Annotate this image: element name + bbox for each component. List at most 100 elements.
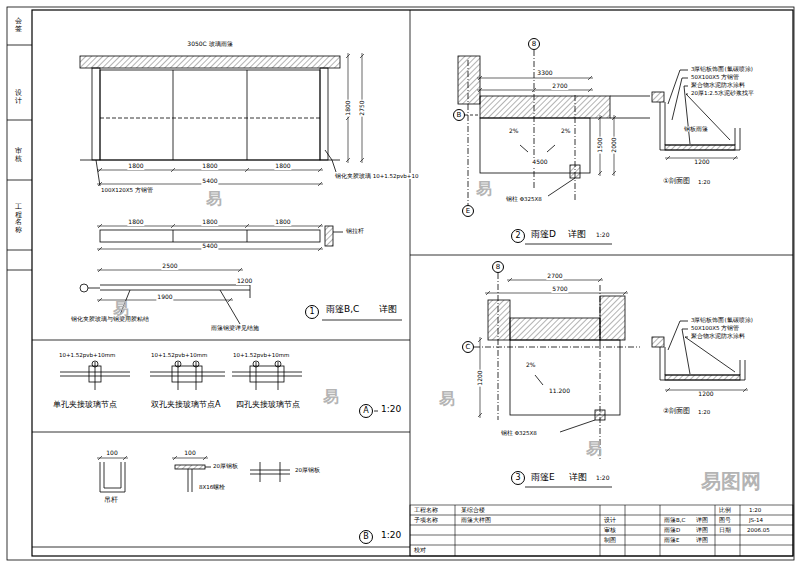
drawing-text: 1:20 xyxy=(595,232,610,239)
canopy-e-plan xyxy=(600,285,601,460)
dimension-lines xyxy=(318,168,322,172)
drawing-text: 双孔夹接玻璃节点A xyxy=(150,401,221,410)
drawing-text: 2000 xyxy=(611,136,618,153)
dimension-lines xyxy=(172,458,208,459)
drawing-text: 1800 xyxy=(201,219,218,226)
dimension-lines xyxy=(598,171,602,175)
section-2 xyxy=(682,329,690,374)
dimension-lines xyxy=(588,88,592,92)
canopy-e-plan xyxy=(560,420,595,432)
hanger-details xyxy=(192,469,193,492)
title-block xyxy=(715,505,716,556)
hanger-details xyxy=(205,467,211,468)
dimension-lines xyxy=(507,280,603,281)
canopy-bc-elevation xyxy=(92,68,100,160)
drawing-text: 详图 xyxy=(567,230,587,240)
clamp-details xyxy=(278,362,279,390)
drawing-text: 1500 xyxy=(597,136,604,153)
dimension-lines xyxy=(97,270,243,271)
drawing-text: 钢化夹胶玻璃与钢梁用胶粘结 xyxy=(70,316,150,322)
drawing-text: 1800 xyxy=(274,163,291,170)
sheet-frame xyxy=(7,7,794,560)
drawing-text: ②剖面图 xyxy=(662,408,691,416)
drawing-text: 3厚铝板饰面(氟碳喷涂) xyxy=(690,317,754,323)
drawing-text: 3300 xyxy=(536,70,553,77)
sheet-frame xyxy=(7,180,32,181)
title-block xyxy=(410,545,793,546)
drawing-text: 聚合物水泥防水涂料 xyxy=(690,82,746,88)
clamp-details xyxy=(250,366,284,382)
drawing-text: 日期 xyxy=(718,527,732,533)
watermark: 易 xyxy=(112,300,130,318)
canopy-bc-elevation xyxy=(220,290,240,324)
dimension-lines xyxy=(171,168,175,172)
drawing-text: 雨篷E xyxy=(663,537,680,543)
section-2 xyxy=(665,347,740,375)
section-2 xyxy=(652,337,664,347)
canopy-bc-elevation xyxy=(80,56,340,68)
title-block xyxy=(410,505,793,556)
canopy-e-plan xyxy=(498,273,499,420)
drawing-text: 100X120X5 方钢管 xyxy=(100,187,154,193)
drawing-text: 10+1.52pvb+10mm xyxy=(58,352,116,358)
canopy-bc-elevation xyxy=(320,68,328,160)
dimension-lines xyxy=(98,456,102,460)
drawing-text: 1200 xyxy=(697,391,714,398)
sheet-frame xyxy=(410,255,793,256)
drawing-text: 20厚钢板 xyxy=(294,467,321,473)
canopy-d-plan xyxy=(468,60,469,205)
canopy-d-plan xyxy=(480,96,610,118)
title-block xyxy=(660,505,661,556)
callout-number: 8 xyxy=(496,264,500,271)
dimension-lines xyxy=(318,247,322,251)
title-block xyxy=(600,525,793,526)
drawing-text: 雨篷B,C xyxy=(663,517,686,523)
canopy-bc-elevation xyxy=(100,290,250,291)
dimension-lines xyxy=(98,224,102,228)
title-block xyxy=(410,535,793,536)
dimension-lines xyxy=(318,224,322,228)
drawing-text: 2500 xyxy=(161,263,178,270)
dimension-lines xyxy=(612,116,616,120)
dimension-lines xyxy=(228,298,232,302)
watermark: 易 xyxy=(205,190,223,208)
watermark: 易图网 xyxy=(700,470,762,492)
drawing-text: 某综合楼 xyxy=(460,507,486,513)
drawing-text: 聚合物水泥防水涂料 xyxy=(690,333,746,339)
drawing-text: 钢拉杆 xyxy=(345,228,365,234)
callout-number: 2 xyxy=(515,232,520,240)
drawing-text: 雨篷D xyxy=(663,527,681,533)
drawing-text: 100 xyxy=(183,450,196,457)
drawing-text: 1200 xyxy=(236,278,253,285)
callout-number: E xyxy=(466,208,470,215)
canopy-d-plan xyxy=(458,50,650,244)
drawing-text: 5400 xyxy=(201,178,218,185)
canopy-e-plan xyxy=(474,347,640,348)
canopy-bc-elevation xyxy=(80,284,88,292)
dimension-lines xyxy=(477,90,593,91)
canopy-e-plan xyxy=(600,296,625,340)
drawing-text: 审核 xyxy=(603,527,617,533)
drawing-text: 2700 xyxy=(546,273,563,280)
dimension-lines xyxy=(532,88,536,92)
clamp-details xyxy=(193,361,199,367)
drawing-text: 1800 xyxy=(274,219,291,226)
dimension-lines xyxy=(478,88,482,92)
title-block xyxy=(410,525,600,526)
dimension-lines xyxy=(478,76,482,80)
dimension-lines xyxy=(612,171,616,175)
dimension-lines xyxy=(508,278,512,282)
clamp-details xyxy=(150,361,225,390)
strip-label: 工程名称 xyxy=(14,204,23,235)
clamp-details xyxy=(175,361,181,367)
callout-number: A xyxy=(363,407,368,415)
canopy-bc-elevation xyxy=(100,118,320,119)
drawing-text: 1:20 xyxy=(748,507,762,513)
canopy-d-plan xyxy=(547,145,555,152)
canopy-bc-elevation xyxy=(333,232,343,233)
title-block xyxy=(410,505,793,556)
drawing-text: 详图 xyxy=(378,305,398,315)
callout-circle: B xyxy=(359,530,373,544)
canopy-e-plan xyxy=(535,375,543,385)
canopy-bc-elevation xyxy=(80,160,340,161)
